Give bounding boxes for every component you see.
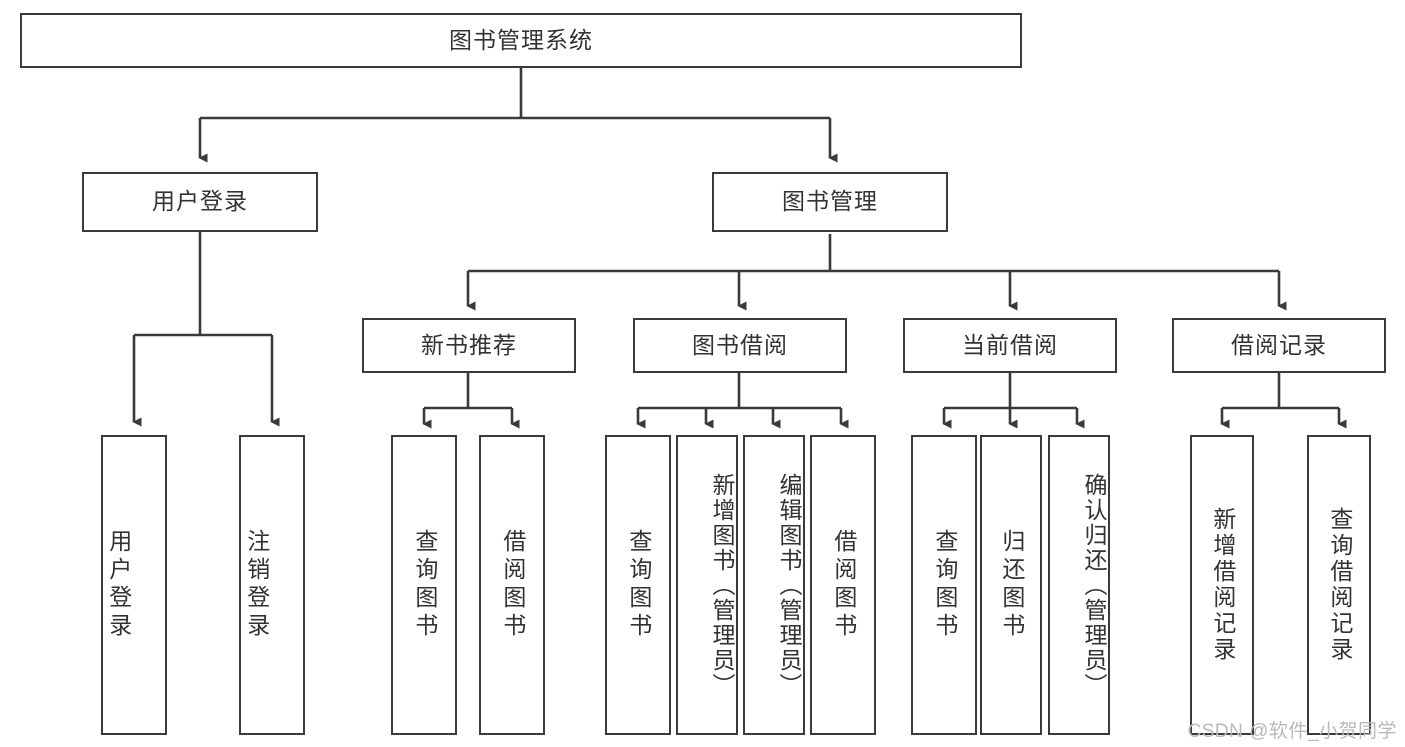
node-book-manage-label: 图书管理 <box>782 188 878 215</box>
node-leaf-borrow-book-1-label: 借阅图书 <box>499 529 526 641</box>
node-leaf-confirm-return-admin[interactable]: 确认归还（管理员） <box>1048 435 1110 735</box>
node-leaf-logout-label: 注销登录 <box>243 529 270 641</box>
node-borrow-record[interactable]: 借阅记录 <box>1172 318 1386 373</box>
node-borrow-record-label: 借阅记录 <box>1231 331 1327 358</box>
node-leaf-user-login[interactable]: 用户登录 <box>101 435 167 735</box>
node-leaf-query-book-1-label: 查询图书 <box>411 529 438 641</box>
node-leaf-query-book-2[interactable]: 查询图书 <box>605 435 671 735</box>
node-new-book-recommend[interactable]: 新书推荐 <box>362 318 576 373</box>
node-leaf-edit-book-admin-label: 编辑图书（管理员） <box>776 472 802 698</box>
node-leaf-confirm-return-admin-label: 确认归还（管理员） <box>1081 472 1107 698</box>
node-leaf-borrow-book-1[interactable]: 借阅图书 <box>479 435 545 735</box>
node-book-borrow[interactable]: 图书借阅 <box>633 318 847 373</box>
node-leaf-query-book-3[interactable]: 查询图书 <box>911 435 977 735</box>
node-current-borrow-label: 当前借阅 <box>962 331 1058 358</box>
csdn-watermark: CSDN @软件_小贺同学 <box>1187 721 1397 742</box>
node-leaf-query-book-2-label: 查询图书 <box>625 529 652 641</box>
node-leaf-query-borrow-record-label: 查询借阅记录 <box>1326 507 1353 663</box>
node-leaf-add-borrow-record[interactable]: 新增借阅记录 <box>1190 435 1254 735</box>
node-user-login-label: 用户登录 <box>152 188 248 215</box>
node-leaf-query-book-1[interactable]: 查询图书 <box>391 435 457 735</box>
node-leaf-logout[interactable]: 注销登录 <box>239 435 305 735</box>
node-leaf-borrow-book-2-label: 借阅图书 <box>830 529 857 641</box>
node-root[interactable]: 图书管理系统 <box>20 13 1022 68</box>
node-leaf-return-book-label: 归还图书 <box>998 529 1025 641</box>
node-leaf-add-book-admin[interactable]: 新增图书（管理员） <box>676 435 738 735</box>
node-leaf-add-book-admin-label: 新增图书（管理员） <box>709 472 735 698</box>
node-user-login[interactable]: 用户登录 <box>82 172 318 232</box>
node-leaf-query-book-3-label: 查询图书 <box>931 529 958 641</box>
node-leaf-add-borrow-record-label: 新增借阅记录 <box>1209 507 1236 663</box>
node-leaf-user-login-label: 用户登录 <box>105 529 132 641</box>
node-leaf-return-book[interactable]: 归还图书 <box>980 435 1042 735</box>
node-new-book-recommend-label: 新书推荐 <box>421 331 517 358</box>
node-leaf-query-borrow-record[interactable]: 查询借阅记录 <box>1307 435 1371 735</box>
node-book-manage[interactable]: 图书管理 <box>712 172 948 232</box>
node-root-label: 图书管理系统 <box>449 26 593 53</box>
node-leaf-borrow-book-2[interactable]: 借阅图书 <box>810 435 876 735</box>
node-current-borrow[interactable]: 当前借阅 <box>903 318 1117 373</box>
node-leaf-edit-book-admin[interactable]: 编辑图书（管理员） <box>743 435 805 735</box>
node-book-borrow-label: 图书借阅 <box>692 331 788 358</box>
